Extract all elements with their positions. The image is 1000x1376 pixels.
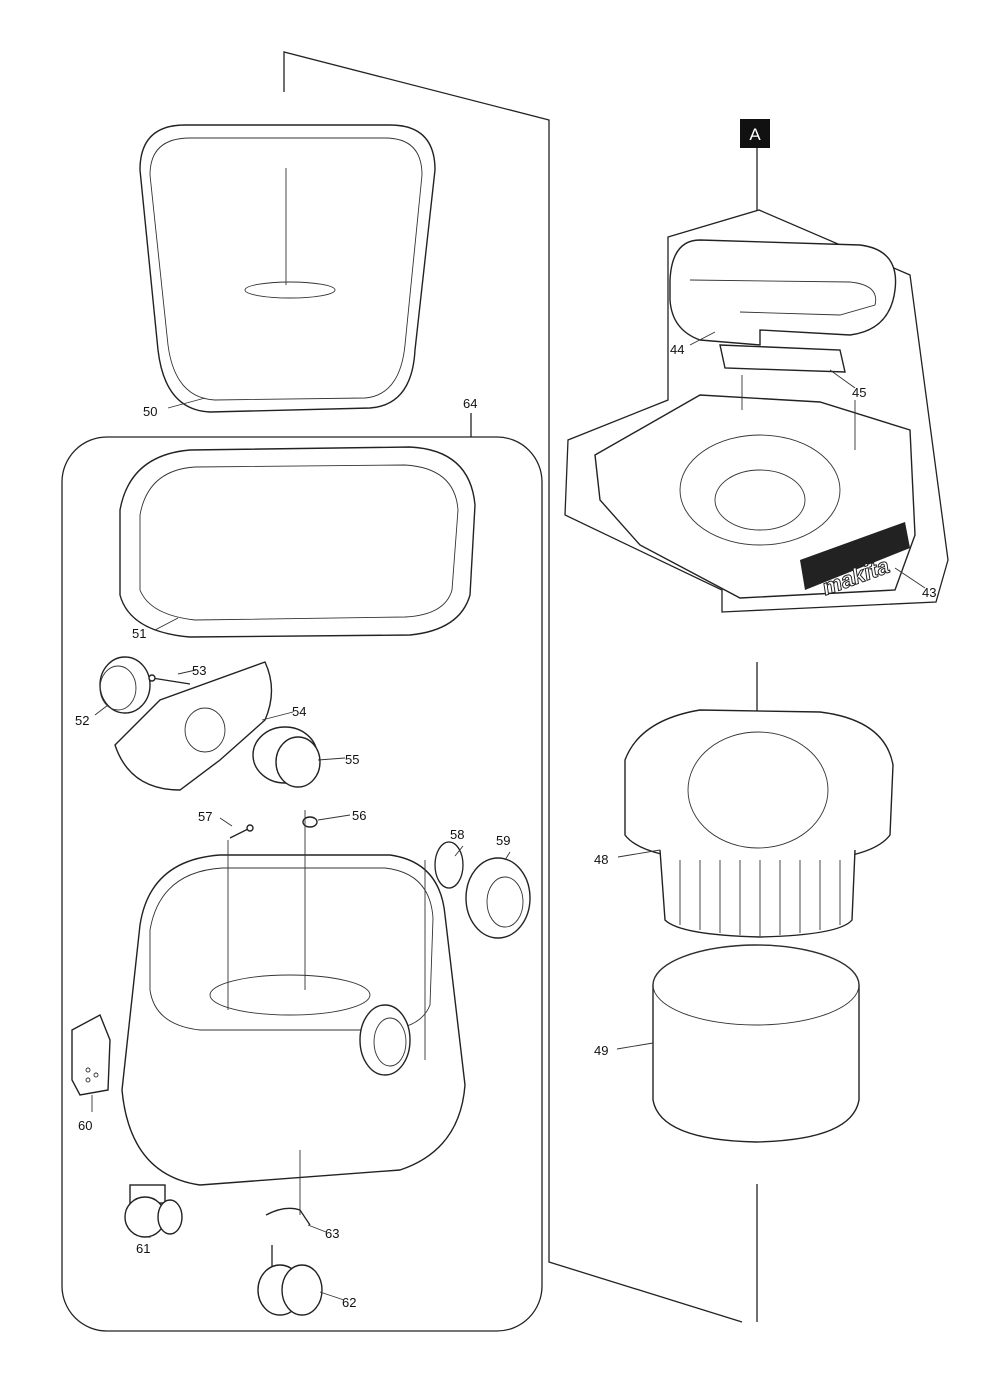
part-59-port-cap [465,857,531,939]
label-49: 49 [594,1043,608,1058]
label-59: 59 [496,833,510,848]
reference-marker-label: A [749,125,761,144]
label-48: 48 [594,852,608,867]
part-48-cartridge-filter [624,662,894,938]
assembly-boundary-line [283,51,743,1323]
label-56: 56 [352,808,366,823]
label-45: 45 [852,385,866,400]
reference-marker-box [740,119,770,148]
label-53: 53 [192,663,206,678]
label-61: 61 [136,1241,150,1256]
part-51-seal-frame [119,446,476,638]
part-44-top-seal [669,239,897,346]
part-55-inlet-fitting [252,726,321,788]
part-56-plug [302,816,318,828]
label-52: 52 [75,713,89,728]
part-62-caster-wheel [257,1245,323,1316]
part-labels: 50 64 51 53 52 54 55 57 56 58 59 60 61 6… [75,342,936,1310]
part-57-screw [229,824,254,839]
part-58-o-ring [434,841,464,889]
part-60-latch [71,1014,111,1096]
part-49-filter-sleeve [652,944,860,1143]
part-45-filter-gasket [719,344,846,373]
part-63-pin [265,1207,311,1226]
part-54-deflector-plate [114,661,273,791]
label-60: 60 [78,1118,92,1133]
label-58: 58 [450,827,464,842]
main-tank-body [121,810,466,1215]
part-50-liner-bucket [139,124,436,413]
label-62: 62 [342,1295,356,1310]
leader-lines [91,331,926,1301]
label-57: 57 [198,809,212,824]
label-64: 64 [463,396,477,411]
label-54: 54 [292,704,306,719]
part-43-motor-head-base: makita [594,375,916,601]
label-43: 43 [922,585,936,600]
label-51: 51 [132,626,146,641]
label-44: 44 [670,342,684,357]
label-55: 55 [345,752,359,767]
label-63: 63 [325,1226,339,1241]
label-50: 50 [143,404,157,419]
part-61-caster-wheel [124,1184,183,1238]
part-52-hose-port [99,656,151,714]
part-53-screw [148,674,191,685]
group-64-frame [61,436,543,1332]
